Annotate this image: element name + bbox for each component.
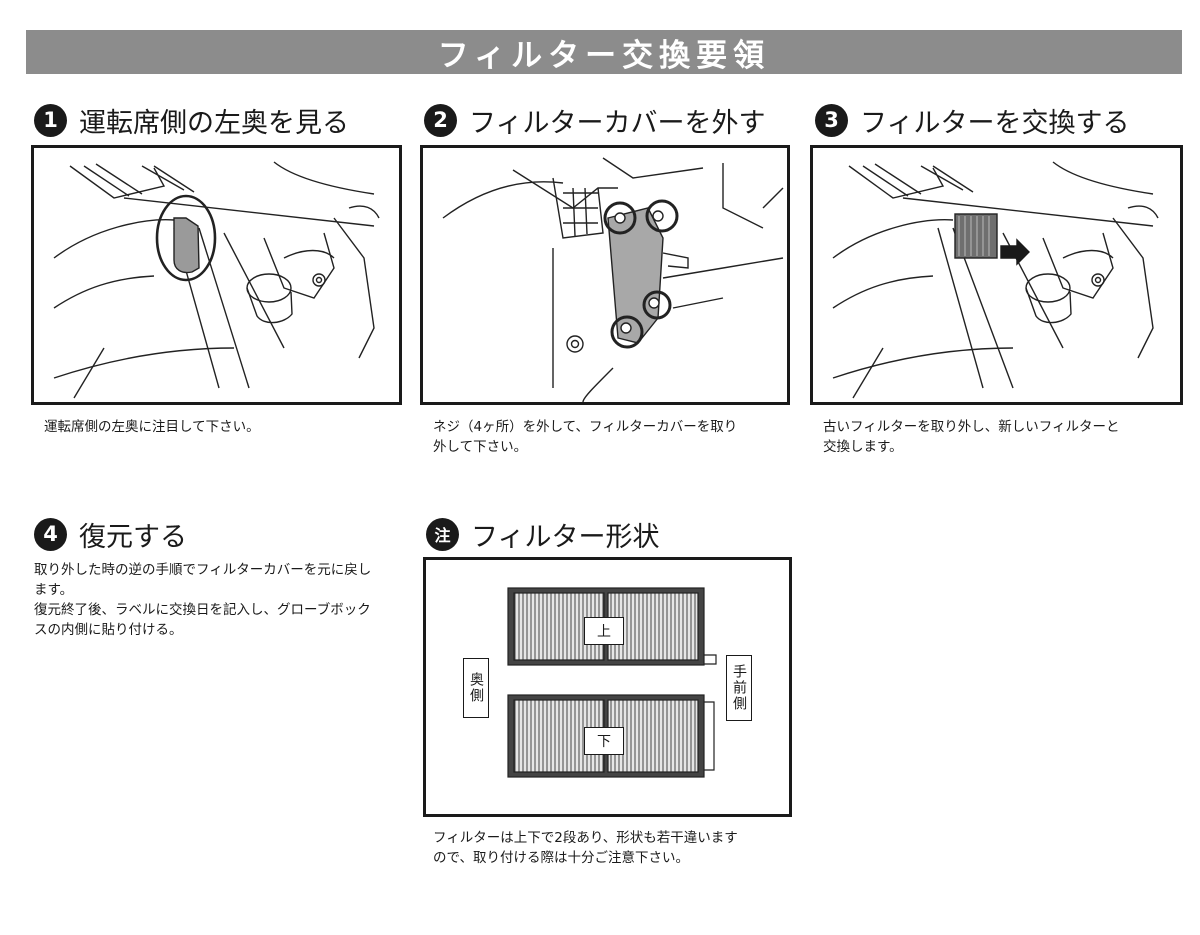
title-banner: フィルター交換要領 xyxy=(26,30,1182,74)
step-number-badge: 1 xyxy=(34,103,67,137)
step-title: フィルターカバーを外す xyxy=(469,107,766,139)
step-3-description: 古いフィルターを取り外し、新しいフィルターと 交換します。 xyxy=(823,419,1120,455)
step-number-badge: 3 xyxy=(815,103,848,137)
step-title: フィルターを交換する xyxy=(860,107,1130,139)
step-2-description: ネジ（4ヶ所）を外して、フィルターカバーを取り 外して下さい。 xyxy=(433,419,738,455)
step-4-heading: 4 復元する xyxy=(34,514,187,554)
note-heading: 注 フィルター形状 xyxy=(426,514,659,554)
front-side-label: 手前側 xyxy=(726,655,752,721)
step-3-heading: 3 フィルターを交換する xyxy=(815,100,1129,140)
step-4-description: 取り外した時の逆の手順でフィルターカバーを元に戻し ます。 復元終了後、ラベルに… xyxy=(34,562,372,638)
step-number-badge: 2 xyxy=(424,103,457,137)
note-description: フィルターは上下で2段あり、形状も若干違います ので、取り付ける際は十分ご注意下… xyxy=(433,830,738,866)
filter-shape-illustration: 上 下 奥側 手前側 xyxy=(423,557,792,817)
step-title: 復元する xyxy=(79,521,187,553)
step-1-illustration xyxy=(31,145,402,405)
step-2-illustration xyxy=(420,145,790,405)
step-1-description: 運転席側の左奥に注目して下さい。 xyxy=(44,419,260,435)
upper-filter-label: 上 xyxy=(584,617,624,645)
step-1-heading: 1 運転席側の左奥を見る xyxy=(34,100,349,140)
back-side-label: 奥側 xyxy=(463,658,489,718)
note-title: フィルター形状 xyxy=(471,521,660,553)
step-2-heading: 2 フィルターカバーを外す xyxy=(424,100,765,140)
lower-filter-label: 下 xyxy=(584,727,624,755)
step-title: 運転席側の左奥を見る xyxy=(79,107,349,139)
note-badge: 注 xyxy=(426,517,459,551)
step-number-badge: 4 xyxy=(34,517,67,551)
step-3-illustration xyxy=(810,145,1183,405)
page-title: フィルター交換要領 xyxy=(437,37,771,74)
